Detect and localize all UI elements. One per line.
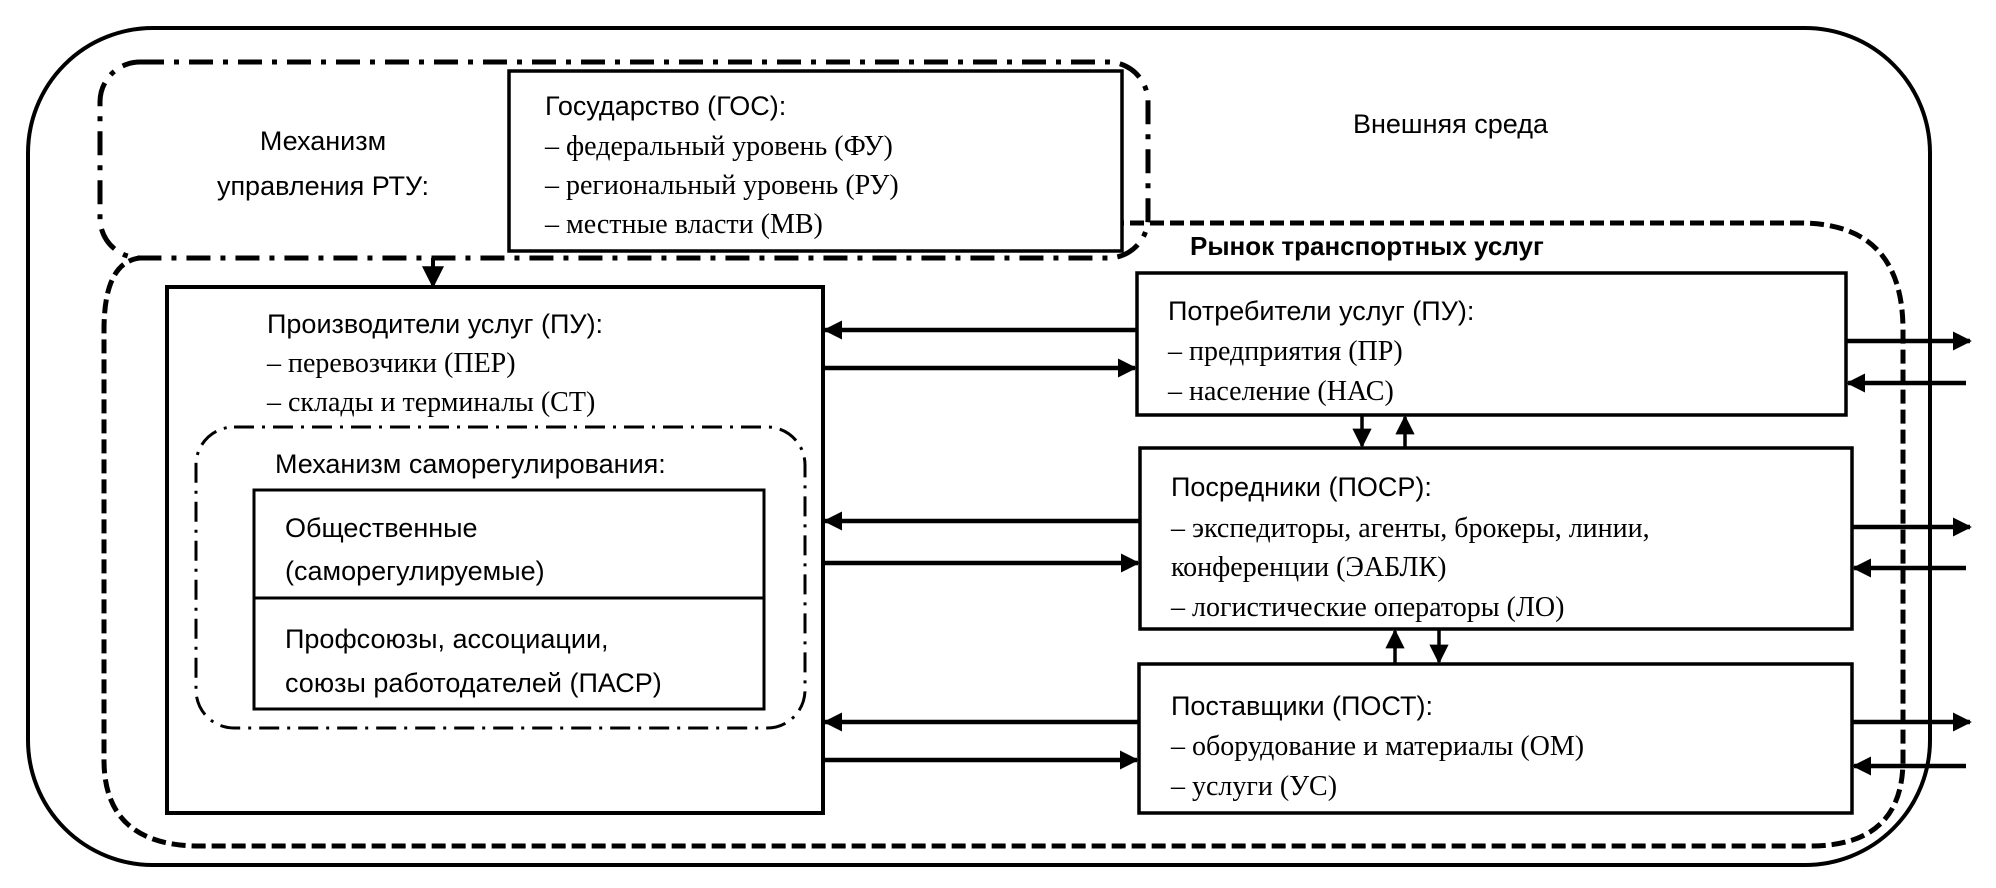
public-box-line1: Общественные (285, 513, 478, 543)
unions-box-line1: Профсоюзы, ассоциации, (285, 624, 609, 654)
suppliers-item: – услуги (УС) (1170, 771, 1337, 802)
producers-item: – перевозчики (ПЕР) (266, 348, 516, 379)
governance-mechanism-boundary (97, 59, 1151, 261)
self-regulation-title: Механизм саморегулирования: (275, 449, 666, 479)
intermediaries-title: Посредники (ПОСР): (1171, 472, 1432, 502)
producers-title: Производители услуг (ПУ): (267, 309, 603, 339)
external-environment-label: Внешняя среда (1353, 109, 1549, 139)
consumers-item: – предприятия (ПР) (1167, 336, 1403, 367)
state-item: – региональный уровень (РУ) (544, 170, 899, 201)
consumers-box (1135, 271, 1848, 417)
state-item: – местные власти (МВ) (544, 209, 823, 240)
state-box-title: Государство (ГОС): (545, 91, 786, 121)
intermediaries-item: – экспедиторы, агенты, брокеры, линии, (1170, 513, 1650, 544)
suppliers-item: – оборудование и материалы (ОМ) (1170, 731, 1584, 762)
governance-mechanism-label-line2: управления РТУ: (217, 171, 429, 201)
unions-associations-box (252, 596, 766, 711)
market-boundary (101, 220, 1906, 849)
intermediaries-box (1138, 446, 1854, 631)
consumers-item: – население (НАС) (1167, 376, 1394, 407)
state-box (507, 69, 1124, 253)
self-regulation-boundary (194, 425, 807, 730)
suppliers-box (1137, 662, 1854, 815)
producers-box (165, 285, 825, 815)
intermediaries-item: – логистические операторы (ЛО) (1170, 592, 1564, 623)
intermediaries-item: конференции (ЭАБЛК) (1171, 552, 1447, 583)
state-item: – федеральный уровень (ФУ) (544, 131, 893, 162)
producers-item: – склады и терминалы (СТ) (266, 387, 595, 418)
market-title: Рынок транспортных услуг (1190, 231, 1544, 261)
external-environment-boundary (26, 26, 1932, 867)
consumers-title: Потребители услуг (ПУ): (1168, 296, 1474, 326)
governance-mechanism-label-line1: Механизм (260, 126, 386, 156)
public-box-line2: (саморегулируемые) (285, 556, 545, 586)
unions-box-line2: союзы работодателей (ПАСР) (285, 668, 662, 698)
suppliers-title: Поставщики (ПОСТ): (1171, 691, 1433, 721)
